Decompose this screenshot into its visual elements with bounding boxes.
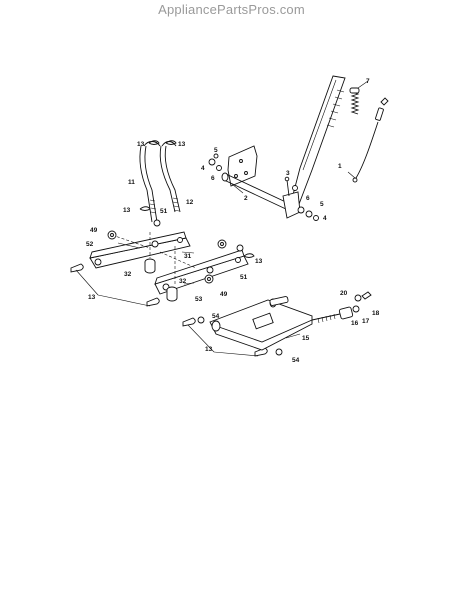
mounting-bracket bbox=[227, 145, 258, 187]
bushing-right bbox=[166, 286, 178, 302]
callout-13e: 13 bbox=[88, 294, 96, 301]
centerline-dashes bbox=[111, 232, 197, 286]
callout-51b: 51 bbox=[240, 274, 248, 281]
callout-3: 3 bbox=[286, 170, 290, 177]
callout-4a: 4 bbox=[201, 165, 205, 172]
callout-labels: 7 1 5 4 6 3 2 6 5 4 13 13 11 12 13 51 49… bbox=[86, 78, 380, 364]
callout-52: 52 bbox=[86, 241, 94, 248]
callout-5b: 5 bbox=[320, 201, 324, 208]
callout-17: 17 bbox=[362, 318, 370, 325]
callout-16: 16 bbox=[351, 320, 359, 327]
lower-hardware bbox=[197, 316, 283, 356]
lever-spring bbox=[349, 87, 360, 115]
callout-31: 31 bbox=[184, 253, 192, 260]
callout-49b: 49 bbox=[220, 291, 228, 298]
lift-shaft bbox=[221, 172, 301, 219]
bushing-left bbox=[144, 258, 156, 274]
lift-link-left bbox=[139, 141, 161, 223]
callout-15: 15 bbox=[302, 335, 310, 342]
callout-32b: 32 bbox=[179, 278, 187, 285]
callout-49a: 49 bbox=[90, 227, 98, 234]
callout-32a: 32 bbox=[124, 271, 132, 278]
washer-top bbox=[217, 239, 227, 249]
callout-18: 18 bbox=[372, 310, 380, 317]
callout-54a: 54 bbox=[212, 313, 220, 320]
callout-20: 20 bbox=[340, 290, 348, 297]
callout-6a: 6 bbox=[211, 175, 215, 182]
watermark-text: AppliancePartsPros.com bbox=[158, 2, 305, 17]
callout-51a: 51 bbox=[160, 208, 168, 215]
leader-lines bbox=[75, 80, 369, 357]
callout-11: 11 bbox=[128, 179, 135, 186]
callout-13d: 13 bbox=[255, 258, 263, 265]
washer-left bbox=[107, 230, 117, 240]
adjust-rod bbox=[311, 291, 372, 324]
pin-51 bbox=[153, 219, 244, 252]
lift-link-right bbox=[159, 141, 181, 213]
callout-13c: 13 bbox=[123, 207, 131, 214]
callout-5a: 5 bbox=[214, 147, 218, 154]
callout-53: 53 bbox=[195, 296, 203, 303]
hardware-right bbox=[208, 153, 319, 221]
callout-4b: 4 bbox=[323, 215, 327, 222]
callout-12: 12 bbox=[186, 199, 194, 206]
washer-right bbox=[204, 274, 214, 284]
callout-54b: 54 bbox=[292, 357, 300, 364]
front-hanger-bracket bbox=[209, 296, 313, 351]
lift-arm-left bbox=[89, 231, 191, 269]
lever-grip bbox=[326, 89, 345, 128]
callout-13a: 13 bbox=[137, 141, 145, 148]
callout-2: 2 bbox=[244, 195, 248, 202]
callout-13b: 13 bbox=[178, 141, 186, 148]
cable-rod bbox=[352, 97, 389, 183]
callout-13f: 13 bbox=[205, 346, 213, 353]
pin-3 bbox=[284, 176, 290, 197]
callout-6b: 6 bbox=[306, 195, 310, 202]
lift-arm-right bbox=[154, 249, 249, 295]
callout-7: 7 bbox=[366, 78, 370, 85]
callout-1: 1 bbox=[338, 163, 342, 170]
